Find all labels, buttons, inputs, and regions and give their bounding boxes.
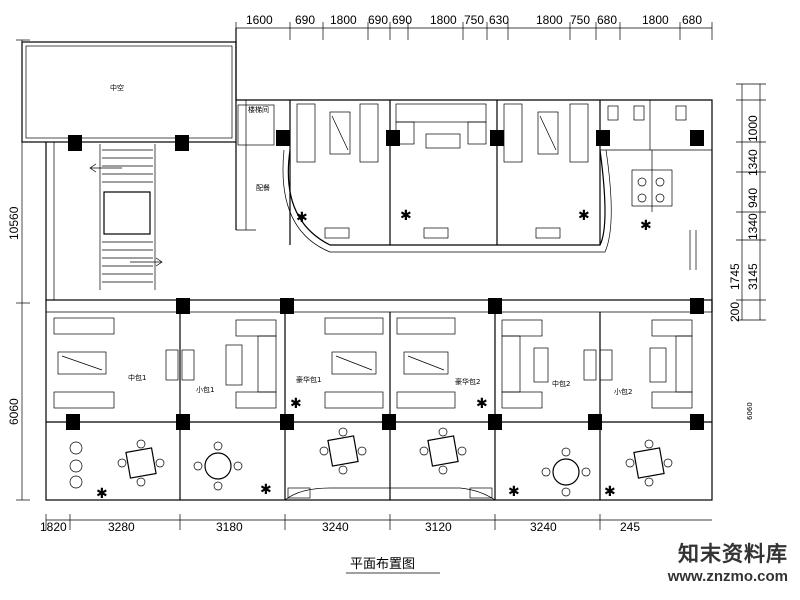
dim-top-1: 690 [295,13,315,27]
dim-top-3: 690 [368,13,388,27]
dining-table-4 [419,427,467,475]
plant-icon: ✱ [508,483,520,499]
room-label-a: 中包1 [128,373,146,382]
stair-small-label: 楼梯间 [248,105,269,114]
dim-right-5: 3145 [746,263,760,290]
dim-left-0: 10560 [7,206,21,240]
dining-table-2 [193,441,243,491]
dim-right-1: 1340 [746,149,760,176]
dim-bottom-1: 3280 [108,520,135,534]
dining-table-5 [541,447,591,497]
dim-bottom-5: 3240 [530,520,557,534]
top-dimension-line: 1600 690 1800 690 690 1800 750 630 1800 … [235,13,713,40]
left-dimension-line: 10560 6060 [7,39,30,501]
dim-right-0: 1000 [746,115,760,142]
dim-bottom-4: 3120 [425,520,452,534]
sofa-group-top-2 [395,103,487,149]
bottom-dimension-line: 1820 3280 3180 3240 3120 3240 245 [40,514,712,534]
plant-icon: ✱ [476,395,488,411]
dim-top-11: 1800 [642,13,669,27]
dim-right-4: 1745 [728,263,742,290]
plant-icon: ✱ [290,395,302,411]
drawing-title: 平面布置图 [350,557,415,572]
watermark: 知末资料库 www.znzmo.com [645,510,800,600]
dim-left-1: 6060 [7,398,21,425]
dim-top-9: 750 [570,13,590,27]
dining-table-3 [319,427,367,475]
plant-icon: ✱ [578,207,590,223]
room-label-d: 豪华包2 [455,377,480,386]
sofa-group-b6 [649,319,693,409]
dim-bottom-6: 245 [620,520,640,534]
dim-right-3: 1340 [746,213,760,240]
dim-top-10: 680 [597,13,617,27]
dim-bottom-2: 3180 [216,520,243,534]
dim-right-small: 6060 [746,402,754,420]
bottom-rooms: 中包1 小包1 豪华包1 豪华包2 中包2 小包2 ✱ ✱ ✱ ✱ ✱ ✱ [45,298,713,501]
sofa-group-top-1 [296,103,379,163]
sofa-group-b5 [501,319,549,409]
plant-icon: ✱ [640,217,652,233]
room-label-c: 豪华包1 [296,375,321,384]
plant-icon: ✱ [96,485,108,501]
dim-right-6: 200 [728,302,742,322]
plant-icon: ✱ [260,481,272,497]
room-label-e: 中包2 [552,379,570,388]
dim-top-4: 690 [392,13,412,27]
stair-void-block: 中空 [21,41,237,300]
room-label-b: 小包1 [196,385,214,394]
dim-top-5: 1800 [430,13,457,27]
plant-icon: ✱ [400,207,412,223]
plant-icon: ✱ [296,209,308,225]
watermark-logo: 知末资料库 [678,542,788,566]
dim-top-2: 1800 [330,13,357,27]
dim-right-2: 940 [746,188,760,208]
dim-top-6: 750 [464,13,484,27]
dining-table-1 [117,439,165,487]
dim-bottom-3: 3240 [322,520,349,534]
sofa-group-b3 [324,317,384,409]
sofa-group-b2 [225,319,277,409]
restroom-block [599,100,712,212]
sofa-group-b1 [53,317,115,409]
dim-top-7: 630 [489,13,509,27]
room-label-f: 小包2 [614,387,632,396]
watermark-url: www.znzmo.com [667,568,788,585]
dim-bottom-0: 1820 [40,520,67,534]
dim-top-12: 680 [682,13,702,27]
sofa-group-b4 [396,317,456,409]
dining-table-6 [625,439,673,487]
corridor: 楼梯间 配餐 [235,28,713,312]
sofa-group-top-3 [503,103,589,163]
plant-icon: ✱ [604,483,616,499]
right-dimension-line: 1000 1340 940 1340 1745 3145 200 6060 [728,83,766,420]
corridor-note: 配餐 [256,183,270,192]
dim-top-0: 1600 [246,13,273,27]
stair-treads [89,144,163,290]
dim-top-8: 1800 [536,13,563,27]
room-label-stair: 中空 [110,83,124,92]
top-rooms: ✱ ✱ ✱ ✱ [276,100,712,253]
